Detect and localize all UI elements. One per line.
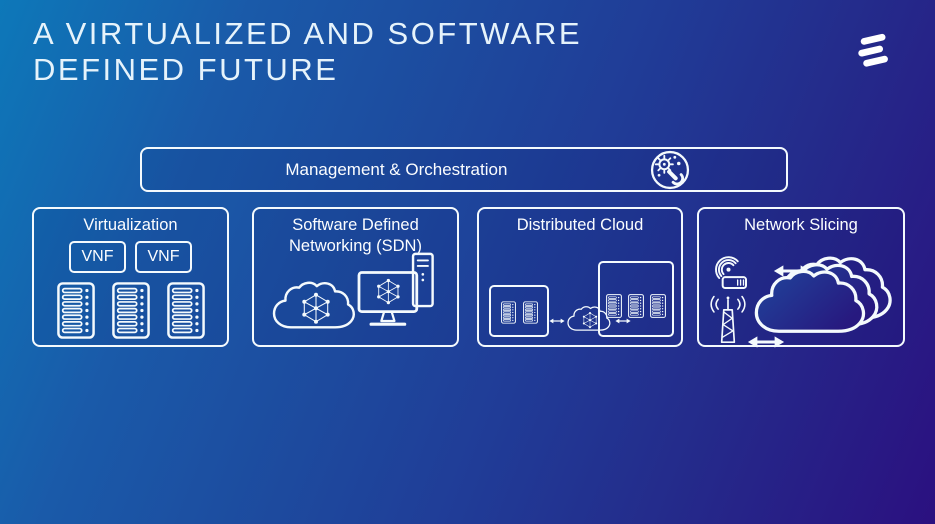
management-orchestration-label: Management & Orchestration (285, 159, 508, 179)
server-rack-row (34, 282, 227, 339)
vnf-box: VNF (135, 241, 192, 273)
card-virtualization: Virtualization VNF VNF (32, 207, 229, 347)
server-rack-icon (606, 285, 622, 327)
central-datacenter-box (598, 261, 674, 337)
management-orchestration-box: Management & Orchestration (140, 147, 788, 192)
cloud-network-icon (268, 280, 364, 338)
title-line-1: A VIRTUALIZED AND SOFTWARE (33, 16, 583, 51)
vnf-row: VNF VNF (34, 241, 227, 273)
card-network-slicing: Network Slicing (697, 207, 905, 347)
gear-wrench-icon (649, 149, 691, 191)
server-rack-icon (523, 296, 538, 329)
card-sdn: Software Defined Networking (SDN) (252, 207, 459, 347)
card-sdn-title-line-2: Networking (SDN) (289, 237, 422, 255)
page-title: A VIRTUALIZED AND SOFTWARE DEFINED FUTUR… (33, 16, 582, 88)
server-rack-icon (650, 285, 666, 327)
double-arrow-icon (549, 315, 565, 327)
server-rack-icon (501, 296, 516, 329)
layered-clouds-icon (751, 253, 903, 347)
edge-datacenter-box (489, 285, 549, 337)
server-rack-icon (112, 282, 150, 339)
radio-tower-icon (703, 293, 753, 345)
title-line-2: DEFINED FUTURE (33, 52, 339, 87)
card-sdn-title: Software Defined Networking (SDN) (254, 215, 457, 257)
server-rack-icon (57, 282, 95, 339)
card-distributed-cloud-title: Distributed Cloud (516, 216, 644, 234)
computer-network-icon (357, 252, 443, 334)
card-network-slicing-title: Network Slicing (744, 216, 858, 234)
card-distributed-cloud: Distributed Cloud (477, 207, 683, 347)
card-virtualization-title: Virtualization (83, 216, 178, 234)
server-rack-icon (628, 285, 644, 327)
card-sdn-title-line-1: Software Defined (292, 216, 419, 234)
ericsson-logo-icon (858, 33, 888, 67)
server-rack-icon (167, 282, 205, 339)
vnf-box: VNF (69, 241, 126, 273)
